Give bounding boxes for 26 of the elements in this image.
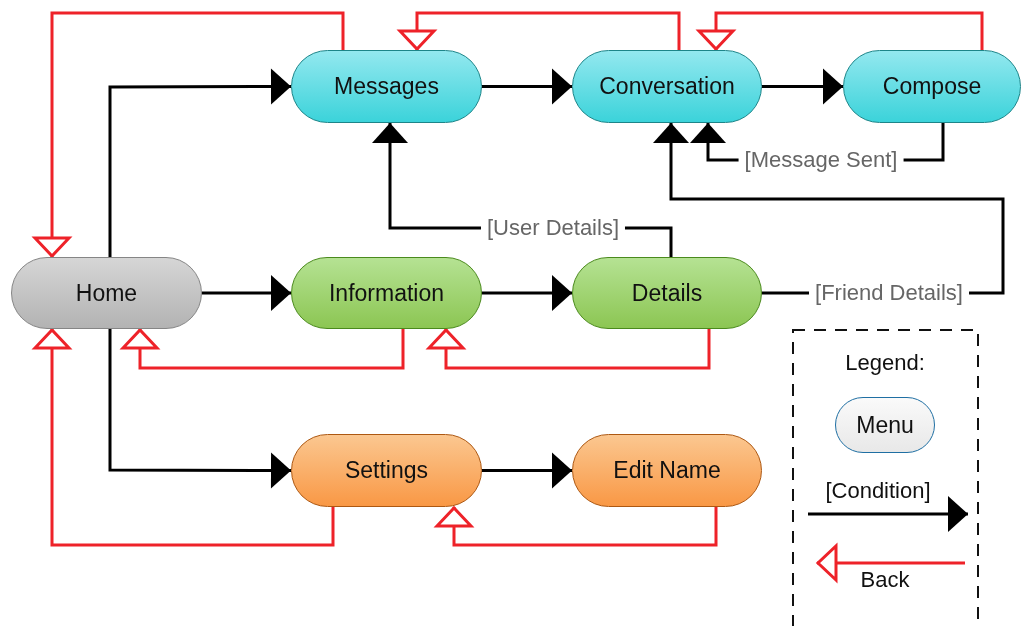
menu-node: Information bbox=[291, 257, 482, 329]
back-arrow bbox=[398, 11, 681, 51]
menu-node: Edit Name bbox=[572, 434, 762, 507]
menu-node: Details bbox=[572, 257, 762, 329]
arrow bbox=[482, 68, 572, 105]
legend-text: [Condition] bbox=[825, 478, 931, 504]
menu-node: Home bbox=[11, 257, 202, 329]
back-arrow bbox=[33, 328, 335, 547]
arrow bbox=[108, 329, 291, 489]
back-arrow bbox=[121, 328, 405, 370]
menu-node: Messages bbox=[291, 50, 482, 123]
back-arrow bbox=[697, 11, 984, 51]
arrow bbox=[482, 452, 572, 489]
legend-text: Back bbox=[860, 567, 910, 593]
menu-node: Settings bbox=[291, 434, 482, 507]
back-arrow bbox=[427, 328, 711, 370]
menu-node: Conversation bbox=[572, 50, 762, 123]
legend-menu-sample: Menu bbox=[835, 397, 935, 453]
arrow bbox=[108, 68, 291, 257]
arrow bbox=[482, 275, 572, 311]
back-arrow bbox=[33, 11, 345, 258]
back-arrow bbox=[435, 506, 718, 547]
arrow bbox=[202, 275, 291, 311]
legend-title: Legend: bbox=[845, 350, 925, 376]
arrow bbox=[762, 68, 843, 105]
menu-node: Compose bbox=[843, 50, 1021, 123]
